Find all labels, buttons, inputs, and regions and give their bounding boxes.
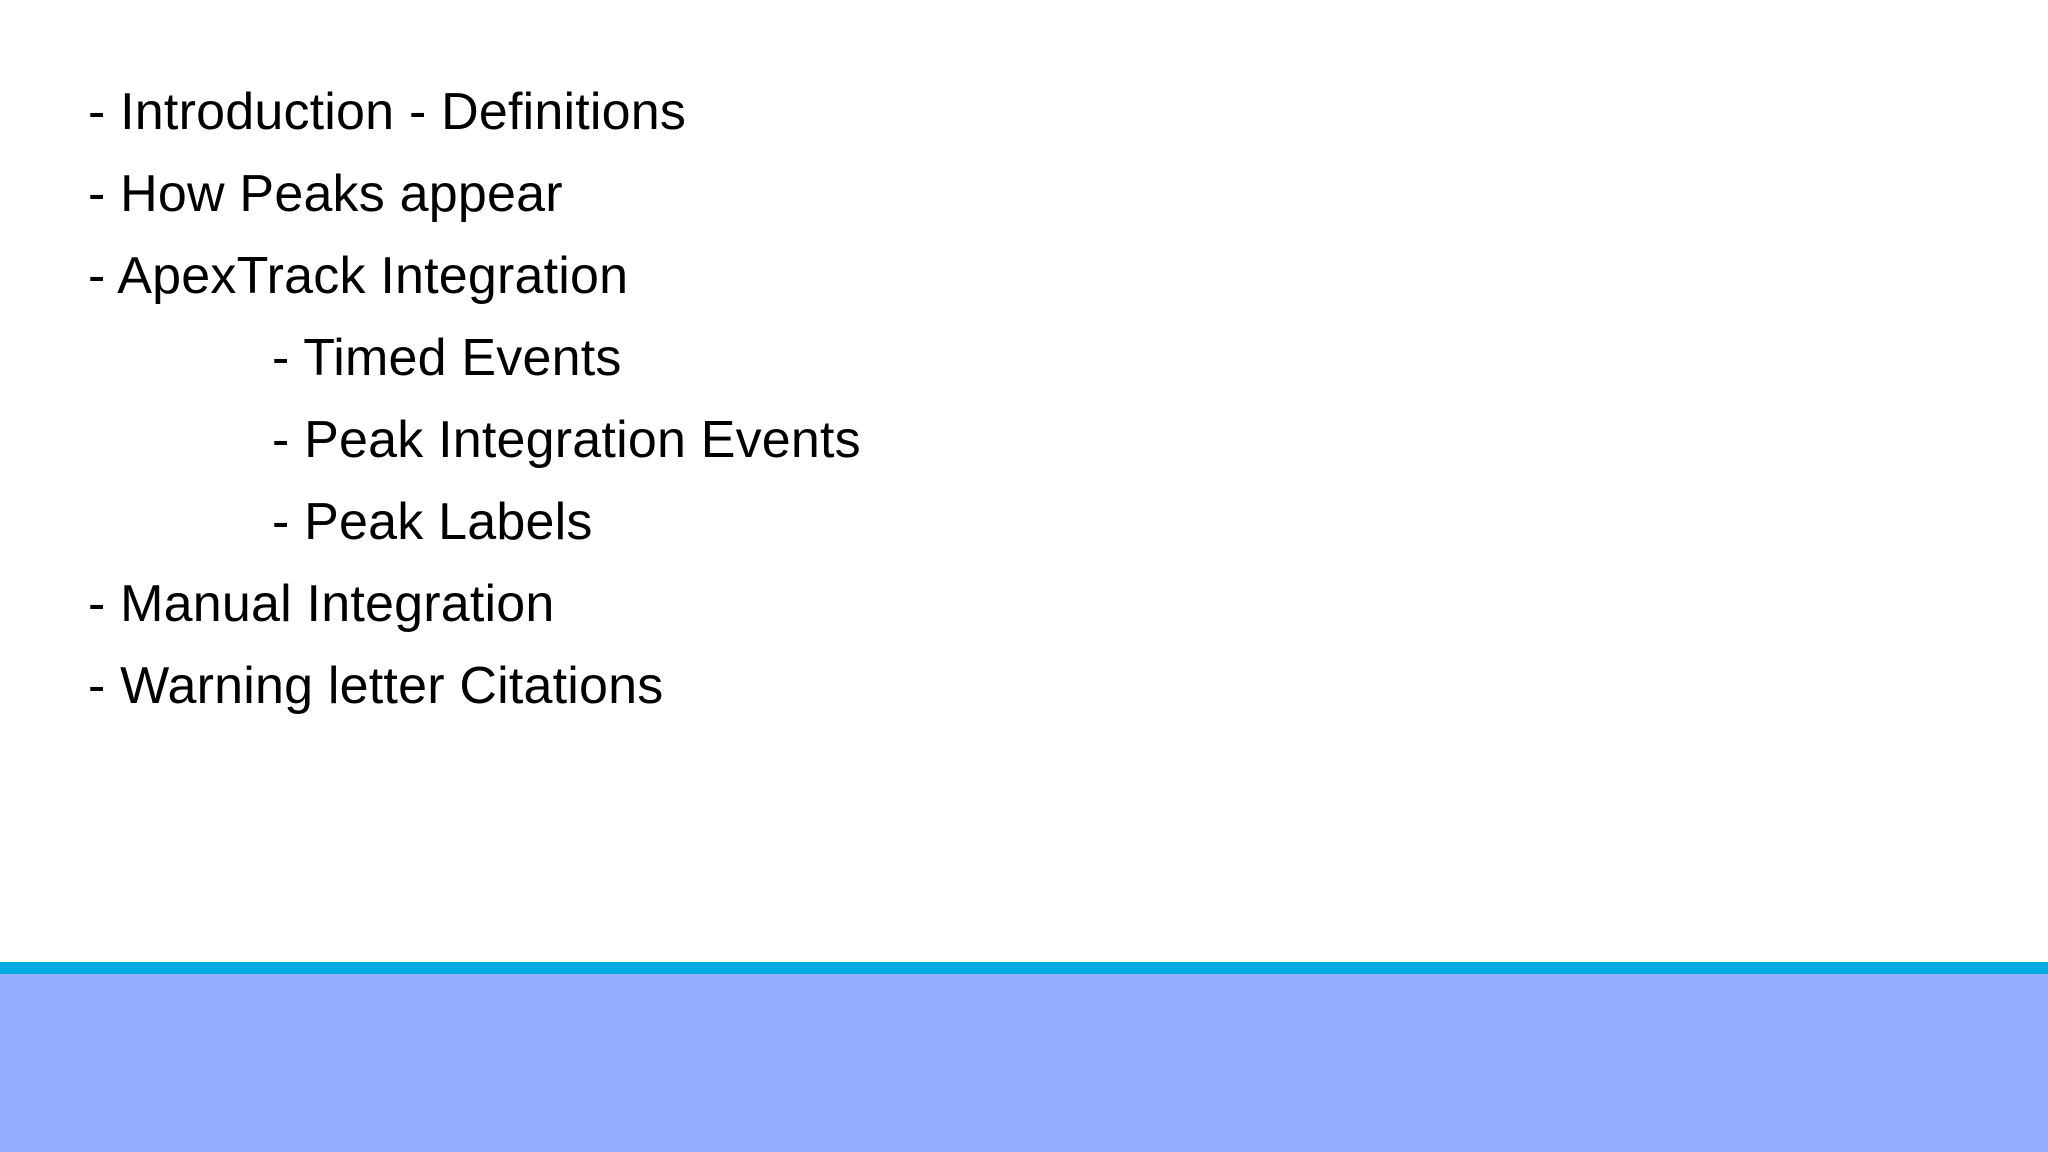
outline-item-warning-letter-citations: - Warning letter Citations bbox=[88, 657, 664, 715]
outline-item-peak-labels: - Peak Labels bbox=[272, 493, 593, 551]
outline-item-peak-integration-events: - Peak Integration Events bbox=[272, 411, 861, 469]
outline-item-how-peaks-appear: - How Peaks appear bbox=[88, 165, 563, 223]
outline-item-apextrack-integration: - ApexTrack Integration bbox=[88, 247, 629, 305]
footer-band: Contents pharmauptoday@gmail.com bbox=[0, 974, 2048, 1152]
outline-item-manual-integration: - Manual Integration bbox=[88, 575, 555, 633]
accent-stripe bbox=[0, 962, 2048, 974]
outline-list: - Introduction - Definitions - How Peaks… bbox=[88, 83, 861, 715]
outline-item-timed-events: - Timed Events bbox=[272, 329, 622, 387]
outline-item-introduction-definitions: - Introduction - Definitions bbox=[88, 83, 687, 141]
